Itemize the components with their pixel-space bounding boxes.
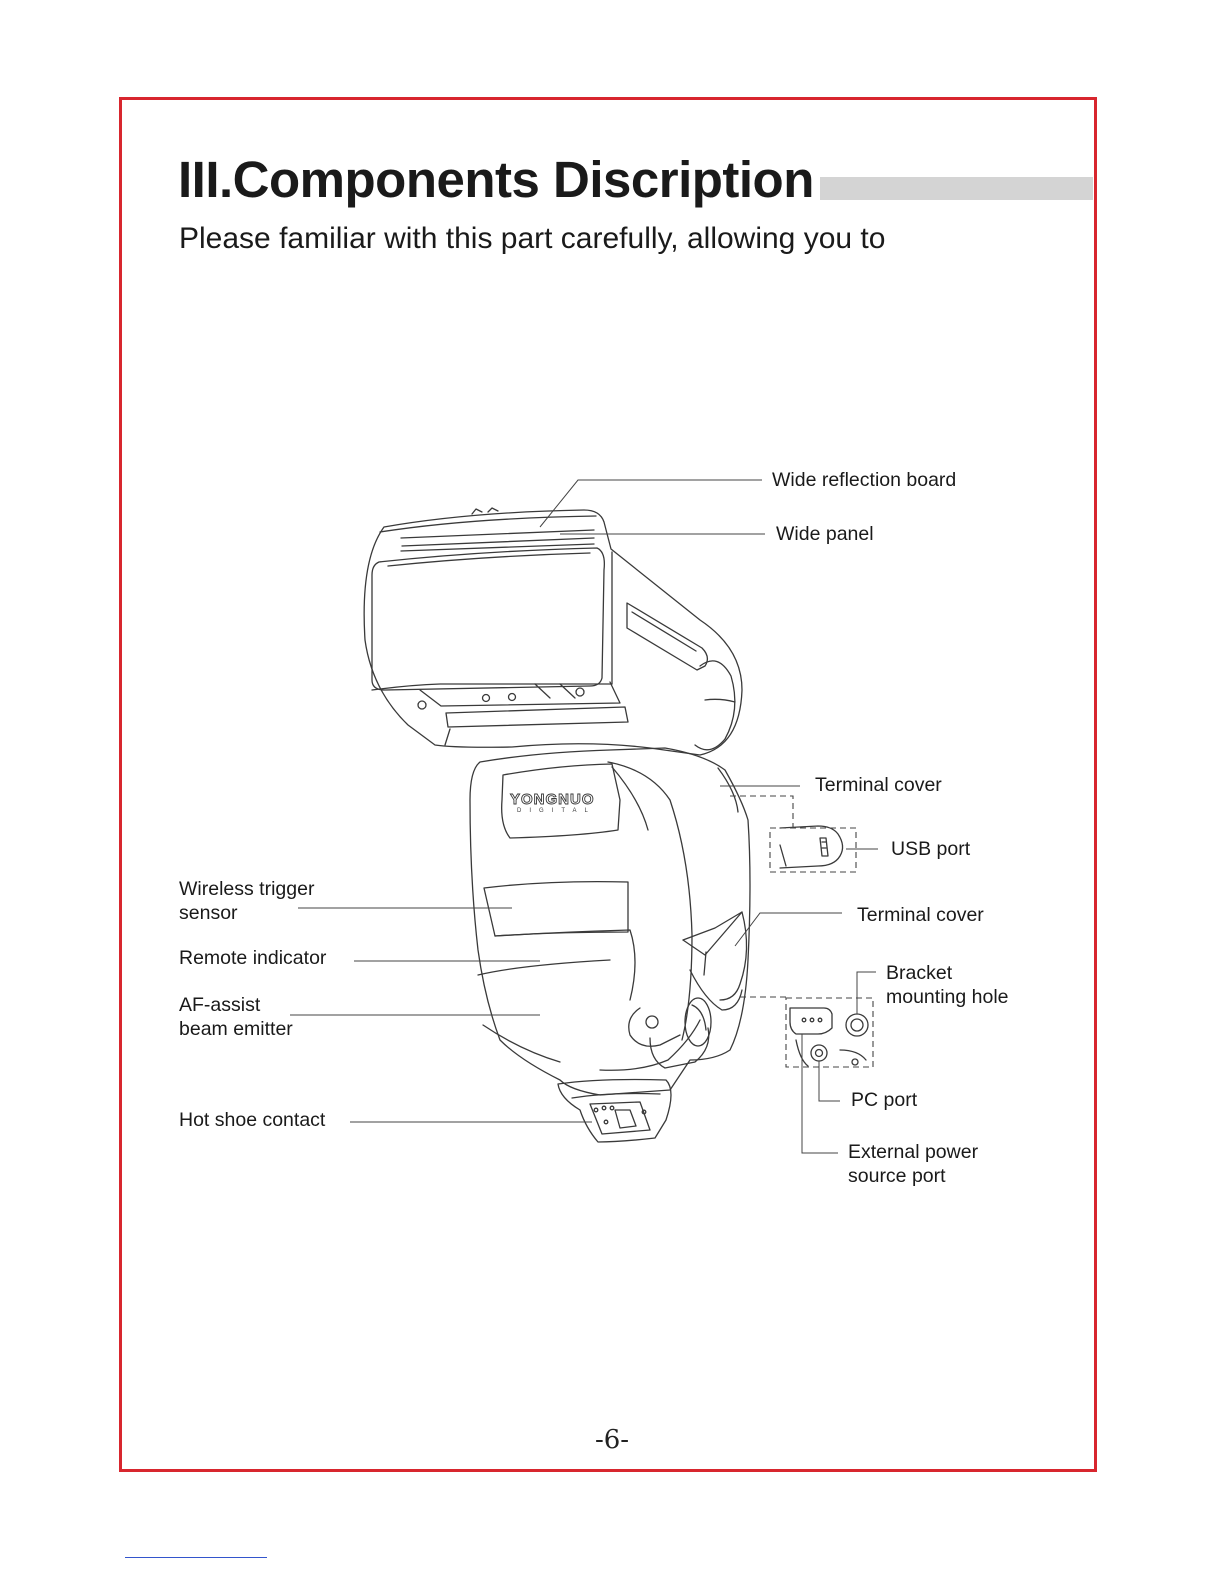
label-external-power-source-port: External power source port (848, 1140, 978, 1188)
leader-wide-reflection-board (539, 479, 762, 528)
label-terminal-cover-top: Terminal cover (815, 774, 942, 796)
label-usb-port: USB port (891, 838, 971, 860)
label-af-assist-line2: beam emitter (179, 1018, 293, 1040)
page-subtitle: Please familiar with this part carefully… (179, 222, 886, 255)
hot-shoe-foot (557, 1078, 672, 1143)
label-af-assist-beam-emitter: AF-assist beam emitter (179, 993, 293, 1041)
label-af-assist-line1: AF-assist (179, 994, 261, 1016)
label-wireless-line1: Wireless trigger (179, 878, 315, 900)
label-terminal-cover-side: Terminal cover (857, 904, 984, 926)
footnote-rule (125, 1557, 267, 1558)
ports-detail-box (785, 997, 874, 1068)
label-external-power-line1: External power (848, 1141, 979, 1163)
label-external-power-line2: source port (848, 1165, 946, 1187)
leader-terminal-cover-side (734, 912, 842, 947)
page-frame (119, 97, 1097, 1472)
page-title: III.Components Discription (178, 151, 814, 208)
usb-detail-connector (730, 795, 794, 828)
flash-body (469, 747, 751, 1096)
usb-port-detail (779, 825, 844, 869)
label-wide-panel: Wide panel (776, 523, 874, 545)
label-remote-indicator: Remote indicator (179, 947, 327, 969)
label-wireless-trigger-sensor: Wireless trigger sensor (179, 877, 314, 925)
label-bracket-mounting-hole: Bracket mounting hole (886, 961, 1009, 1009)
brand-logo: YONGNUO (510, 791, 595, 808)
leader-bracket (856, 971, 876, 1014)
leader-pc-port (818, 1061, 840, 1102)
locking-knob (628, 997, 712, 1069)
leader-external-power (801, 1034, 838, 1154)
flash-head (363, 507, 743, 756)
label-wide-reflection-board: Wide reflection board (772, 469, 957, 491)
brand-subtitle: DIGITAL (517, 808, 596, 814)
label-wireless-line2: sensor (179, 902, 238, 924)
label-hot-shoe-contact: Hot shoe contact (179, 1109, 326, 1131)
title-accent-bar (820, 177, 1093, 200)
label-bracket-line1: Bracket (886, 962, 953, 984)
usb-detail-box (769, 827, 857, 873)
page-number: -6- (594, 1425, 630, 1455)
label-pc-port: PC port (851, 1089, 918, 1111)
label-bracket-line2: mounting hole (886, 986, 1009, 1008)
